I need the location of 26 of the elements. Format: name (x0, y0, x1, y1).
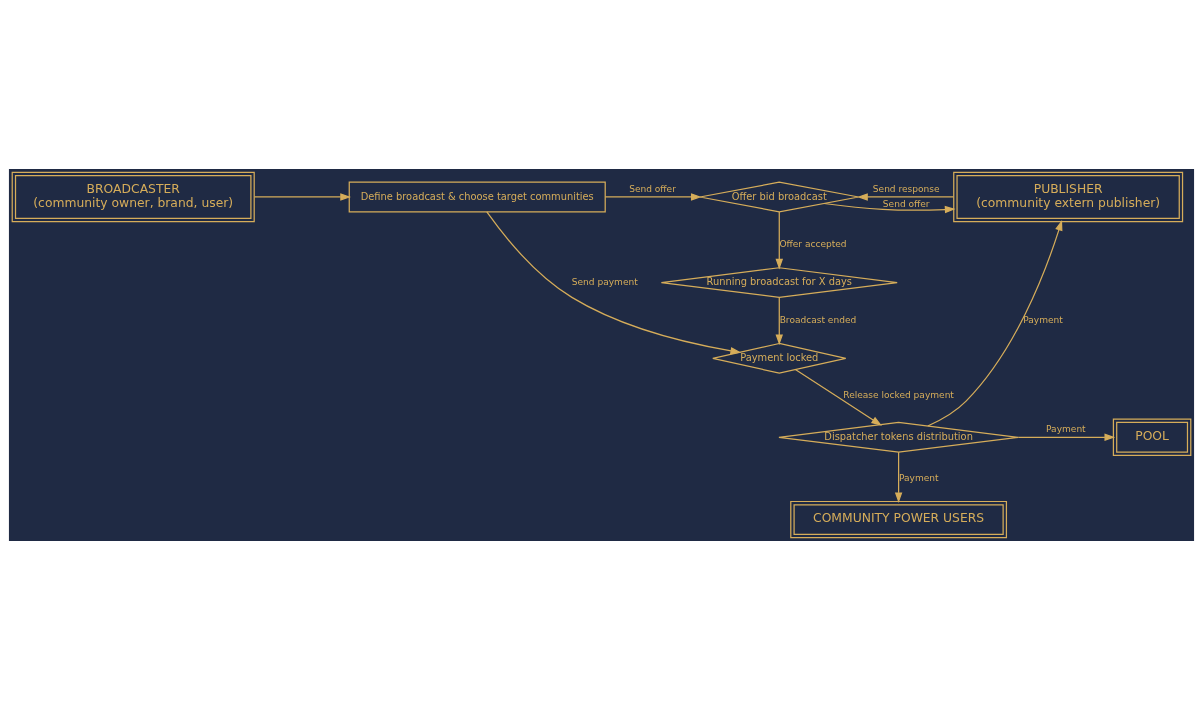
edge-label: Send payment (571, 276, 638, 287)
edge-label: Send offer (882, 198, 930, 209)
edge-label: Payment (1023, 314, 1063, 325)
node-diamond: Dispatcher tokens distribution (778, 421, 1019, 453)
node-box: Define broadcast & choose target communities (348, 181, 606, 213)
arrow (823, 202, 956, 214)
node-diamond: Offer bid broadcast (699, 181, 860, 213)
edge-label: Send offer (629, 183, 676, 194)
arrow (1017, 433, 1116, 442)
arrow (604, 193, 702, 201)
arrow (894, 451, 903, 504)
arrow (253, 193, 351, 201)
edge-label: Send response (872, 183, 940, 194)
edge-label: Offer accepted (779, 239, 847, 250)
node-diamond: Running broadcast for X days (660, 267, 898, 298)
edge-label: Release locked payment (843, 390, 954, 401)
arrow (775, 211, 783, 270)
arrow (927, 219, 1063, 427)
node-diamond: Payment locked (712, 342, 847, 374)
edge-label: Payment (898, 472, 939, 483)
edge-label: Broadcast ended (779, 314, 857, 325)
edge-label: Payment (1046, 424, 1086, 435)
arrow (794, 368, 882, 426)
arrow (857, 193, 955, 201)
arrow (775, 297, 783, 346)
arrow (486, 211, 742, 355)
